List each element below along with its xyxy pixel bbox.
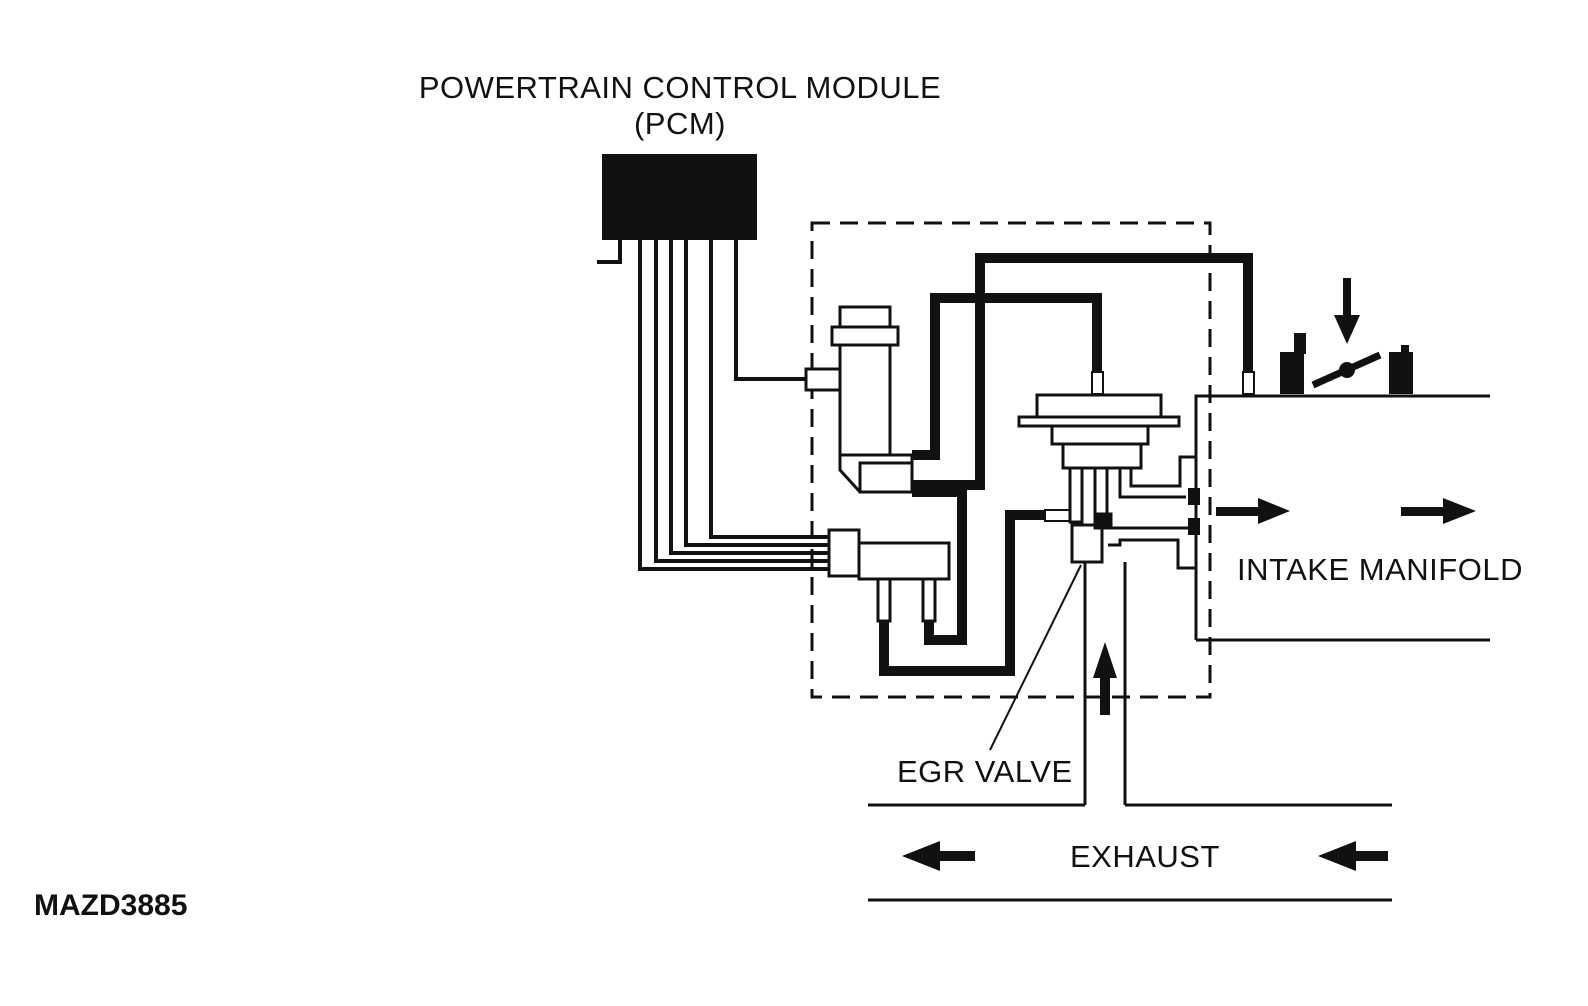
pcm-box [597, 154, 757, 264]
dpfe-sensor [827, 528, 951, 623]
egr-valve-label: EGR VALVE [897, 754, 1073, 789]
exhaust-pipe [868, 803, 1392, 902]
throttle-body [1280, 278, 1413, 394]
intake-manifold [1194, 394, 1490, 642]
pcm-title: POWERTRAIN CONTROL MODULE (PCM) [360, 70, 1000, 142]
egr-valve [1017, 393, 1181, 564]
egr-system-boundary [810, 221, 1212, 699]
manifold-ports [1188, 488, 1200, 535]
evr-solenoid [804, 305, 914, 494]
vacuum-hoses [879, 253, 1253, 676]
intake-flow-arrows [1216, 498, 1476, 524]
exhaust-label: EXHAUST [1070, 839, 1220, 874]
pcm-title-line2: (PCM) [633, 106, 727, 141]
figure-code: MAZD3885 [34, 889, 188, 922]
exhaust-flow-arrows [902, 642, 1388, 871]
intake-manifold-label: INTAKE MANIFOLD [1237, 552, 1523, 587]
pcm-title-line1: POWERTRAIN CONTROL MODULE [418, 70, 942, 105]
egr-valve-leader [989, 564, 1082, 751]
pcm-wiring [638, 240, 829, 571]
egr-passages [1083, 455, 1196, 805]
